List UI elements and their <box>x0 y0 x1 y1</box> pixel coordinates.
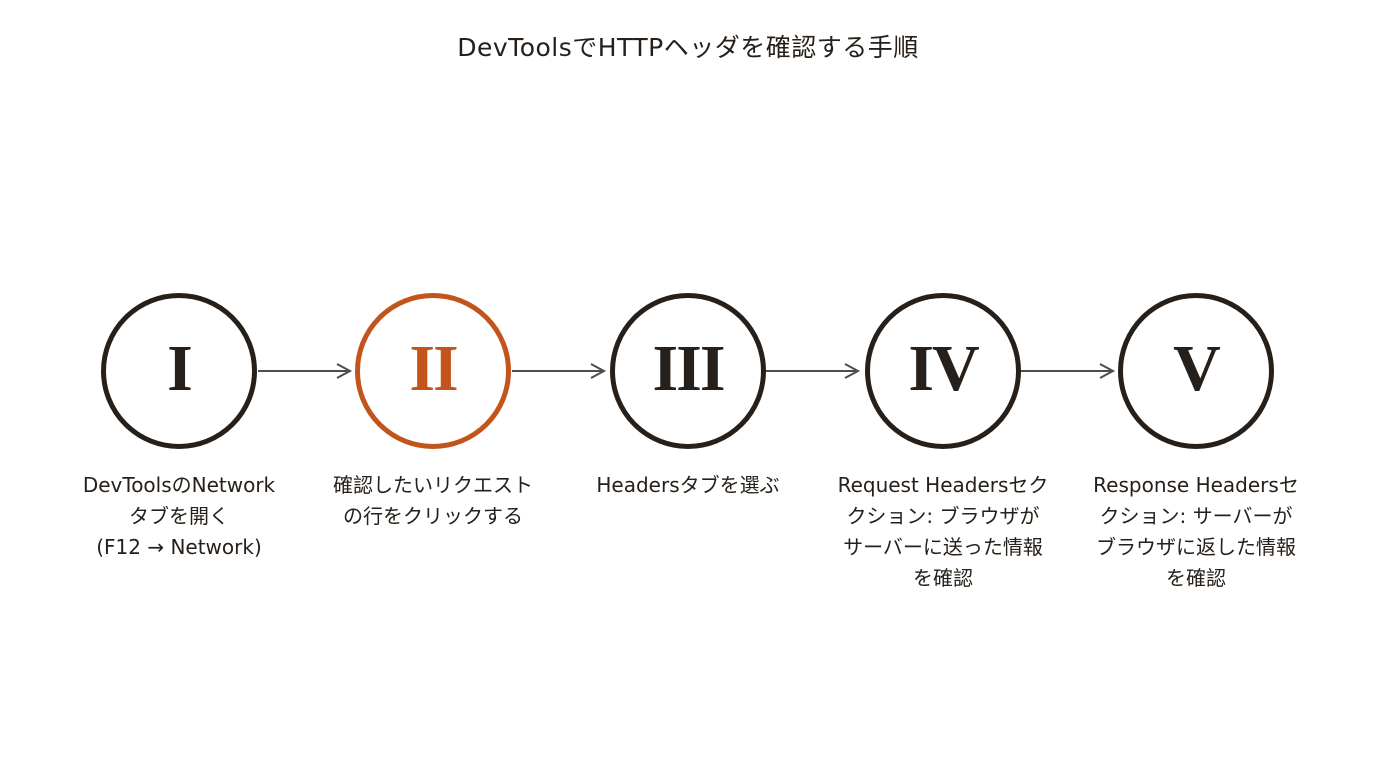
step-3-circle: III <box>610 293 766 449</box>
step-4-label: Request Headersセク クション: ブラウザが サーバーに送った情報… <box>837 473 1049 590</box>
step-5-circle: V <box>1118 293 1274 449</box>
step-1-circle: I <box>101 293 257 449</box>
step-5-label: Response Headersセ クション: サーバーが ブラウザに返した情報… <box>1093 473 1299 590</box>
arrow-step2-to-step3-icon <box>512 363 607 379</box>
step-1-label: DevToolsのNetwork タブを開く (F12 → Network) <box>82 473 276 559</box>
step-4-numeral: IV <box>908 332 979 405</box>
arrow-step1-to-step2-icon <box>258 363 353 379</box>
arrow-step4-to-step5-icon <box>1021 363 1116 379</box>
step-5-numeral: V <box>1173 332 1221 405</box>
step-2-numeral: II <box>409 332 458 405</box>
step-2-label: 確認したいリクエスト の行をクリックする <box>333 473 533 528</box>
arrow-step3-to-step4-icon <box>766 363 861 379</box>
step-2-circle: II <box>355 293 511 449</box>
step-1-numeral: I <box>167 332 193 405</box>
step-3-label: Headersタブを選ぶ <box>596 473 780 497</box>
step-4-circle: IV <box>865 293 1021 449</box>
step-3-numeral: III <box>652 332 725 405</box>
diagram-title: DevToolsでHTTPヘッダを確認する手順 <box>457 33 919 62</box>
